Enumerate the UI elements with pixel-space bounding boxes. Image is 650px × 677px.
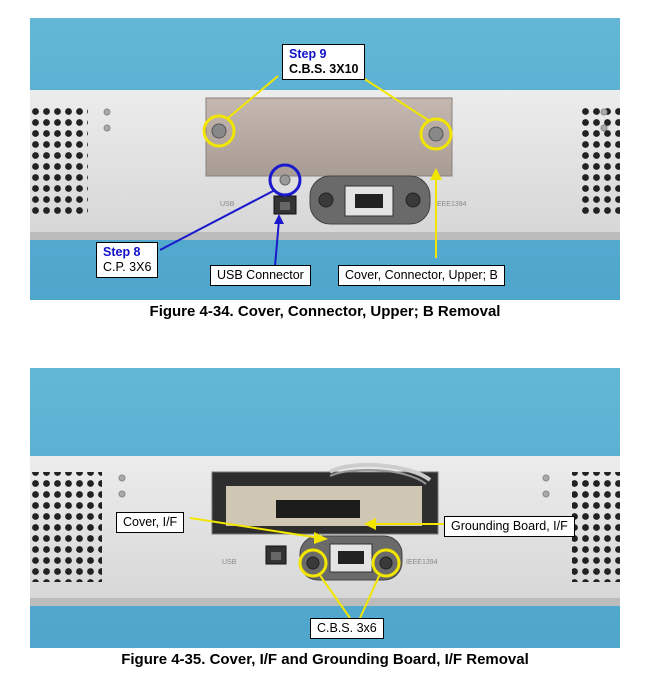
plate-screw-left — [211, 123, 227, 139]
if-screw-left — [306, 556, 320, 570]
callout-grounding-board: Grounding Board, I/F — [444, 516, 575, 537]
highlight-circle-right-screw — [371, 548, 401, 578]
left-vent-grille — [30, 472, 102, 582]
leader-step9-left — [227, 75, 279, 119]
right-vent-grille — [572, 472, 620, 582]
leader-screws-right — [359, 573, 381, 619]
callout-grounding-board-label: Grounding Board, I/F — [451, 519, 568, 533]
leader-usb — [274, 219, 280, 267]
callout-screws-label: C.B.S. 3x6 — [317, 621, 377, 635]
usb-panel-text: USB — [220, 201, 235, 208]
highlight-circle-cp-screw — [268, 163, 302, 197]
callout-step8-screw: C.P. 3X6 — [103, 260, 152, 274]
callout-screws: C.B.S. 3x6 — [310, 618, 384, 639]
callout-step9-title: Step 9 — [289, 47, 327, 61]
leader-screws-left — [318, 573, 351, 619]
leader-step9-right — [359, 75, 429, 121]
right-vent-grille — [582, 108, 620, 218]
if-screw-right — [379, 556, 393, 570]
leader-cover-if — [189, 517, 321, 539]
callout-usb-connector: USB Connector — [210, 265, 311, 286]
leader-step8 — [159, 189, 276, 251]
callout-usb-connector-label: USB Connector — [217, 268, 304, 282]
left-vent-grille — [30, 108, 88, 218]
ieee-panel-text: IEEE1394 — [406, 559, 438, 566]
figure-4-35-caption: Figure 4-35. Cover, I/F and Grounding Bo… — [121, 651, 529, 668]
callout-step9: Step 9 C.B.S. 3X10 — [282, 44, 366, 80]
ieee-panel-text: IEEE1394 — [435, 201, 467, 208]
plate-screw-right — [428, 126, 444, 142]
callout-step8-title: Step 8 — [103, 245, 141, 259]
figure-4-34-photo: USB IEEE1394 Step 9 C.B.S. 3X10 — [30, 18, 620, 300]
callout-step8: Step 8 C.P. 3X6 — [96, 242, 159, 278]
usb-panel-text: USB — [222, 559, 237, 566]
connector-cover-plate — [205, 97, 453, 177]
figure-4-35-photo: USB IEEE1394 Cover, I/F Grounding Board,… — [30, 368, 620, 648]
figure-4-35-illustration: USB IEEE1394 — [30, 456, 620, 619]
highlight-circle-left-screw — [298, 548, 328, 578]
callout-cover-if: Cover, I/F — [116, 512, 185, 533]
highlight-circle-left-screw — [202, 114, 236, 148]
highlight-circle-right-screw — [419, 117, 453, 151]
callout-step9-screw: C.B.S. 3X10 — [289, 62, 359, 76]
callout-cover-connector-label: Cover, Connector, Upper; B — [345, 268, 498, 282]
callout-cover-connector: Cover, Connector, Upper; B — [338, 265, 505, 286]
figure-4-34-caption: Figure 4-34. Cover, Connector, Upper; B … — [149, 303, 501, 320]
callout-cover-if-label: Cover, I/F — [123, 515, 178, 529]
figure-4-34-illustration: USB IEEE1394 — [30, 75, 620, 267]
